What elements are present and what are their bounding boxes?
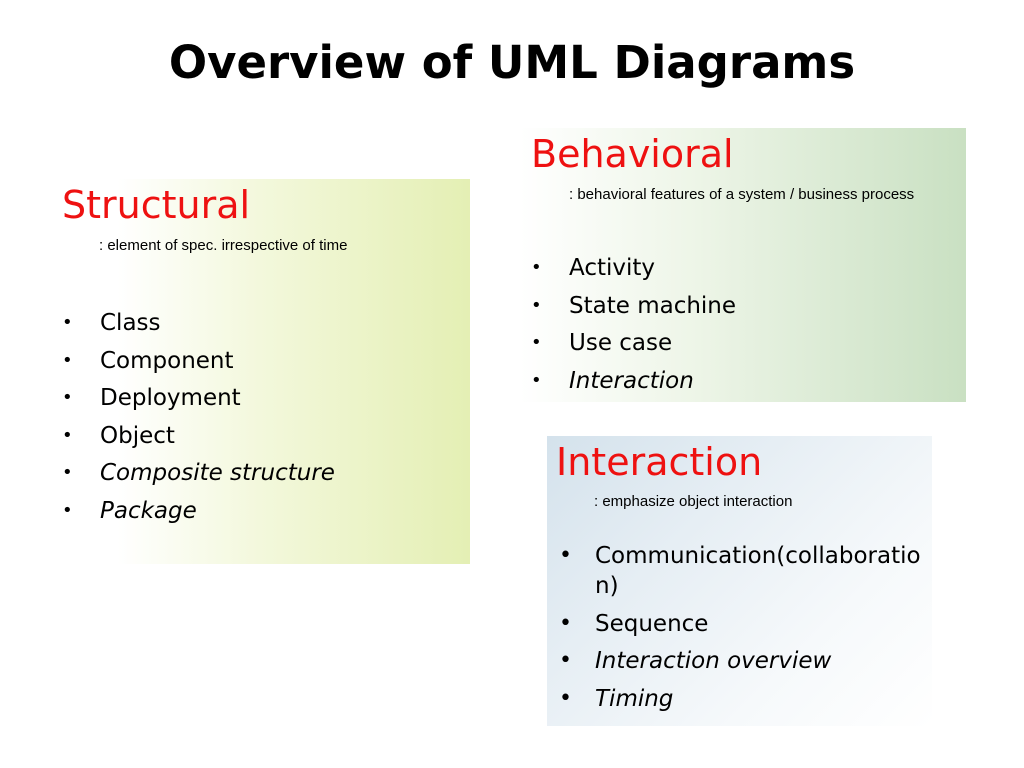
behavioral-list: • Activity • State machine • Use case • …	[531, 253, 951, 403]
list-item-deployment: • Deployment	[62, 383, 462, 413]
bullet-icon: •	[559, 685, 572, 711]
list-item-object: • Object	[62, 421, 462, 451]
interaction-box: Interaction : emphasize object interacti…	[547, 436, 932, 726]
interaction-heading: Interaction	[556, 440, 763, 484]
list-item-timing: • Timing	[559, 684, 929, 714]
bullet-icon: •	[62, 312, 73, 333]
behavioral-heading: Behavioral	[531, 132, 734, 176]
list-item-label: Composite structure	[100, 460, 335, 486]
list-item-label: Class	[100, 310, 161, 336]
slide-title: Overview of UML Diagrams	[168, 36, 856, 89]
list-item-class: • Class	[62, 308, 462, 338]
behavioral-subtitle: : behavioral features of a system / busi…	[569, 186, 915, 203]
list-item-label: Timing	[595, 685, 674, 712]
list-item-label: Use case	[569, 330, 673, 356]
bullet-icon: •	[62, 349, 73, 371]
bullet-icon: •	[531, 369, 542, 391]
list-item-composite-structure: • Composite structure	[62, 458, 462, 488]
bullet-icon: •	[559, 543, 572, 568]
list-item-sequence: • Sequence	[559, 609, 929, 639]
list-item-activity: • Activity	[531, 253, 951, 283]
bullet-icon: •	[62, 499, 73, 521]
list-item-label: Activity	[569, 255, 656, 281]
structural-subtitle: : element of spec. irrespective of time	[99, 237, 348, 254]
list-item-package: • Package	[62, 496, 462, 526]
list-item-interaction-overview: • Interaction overview	[559, 646, 929, 676]
interaction-list: • Communication(collaboration) • Sequenc…	[559, 541, 929, 721]
bullet-icon: •	[531, 294, 542, 316]
list-item-label: Interaction	[569, 367, 694, 394]
list-item-label: Sequence	[595, 610, 709, 637]
list-item-label: Object	[100, 422, 175, 449]
structural-box: Structural : element of spec. irrespecti…	[62, 179, 470, 564]
bullet-icon: •	[531, 332, 542, 353]
list-item-label: Deployment	[100, 385, 241, 411]
list-item-interaction: • Interaction	[531, 366, 951, 396]
behavioral-box: Behavioral : behavioral features of a sy…	[520, 128, 966, 402]
interaction-subtitle: : emphasize object interaction	[594, 493, 793, 510]
bullet-icon: •	[62, 462, 73, 483]
structural-heading: Structural	[62, 183, 251, 227]
list-item-use-case: • Use case	[531, 328, 951, 358]
list-item-label: Interaction overview	[595, 648, 832, 674]
list-item-label: State machine	[569, 292, 737, 319]
list-item-communication: • Communication(collaboration)	[559, 541, 929, 601]
bullet-icon: •	[559, 610, 572, 636]
structural-list: • Class • Component • Deployment • Objec…	[62, 308, 462, 533]
bullet-icon: •	[531, 257, 542, 278]
list-item-label: Communication(collaboration)	[595, 543, 921, 599]
list-item-component: • Component	[62, 346, 462, 376]
bullet-icon: •	[559, 648, 572, 673]
bullet-icon: •	[62, 424, 73, 446]
bullet-icon: •	[62, 387, 73, 408]
list-item-label: Component	[100, 347, 234, 374]
list-item-state-machine: • State machine	[531, 291, 951, 321]
list-item-label: Package	[100, 497, 197, 524]
